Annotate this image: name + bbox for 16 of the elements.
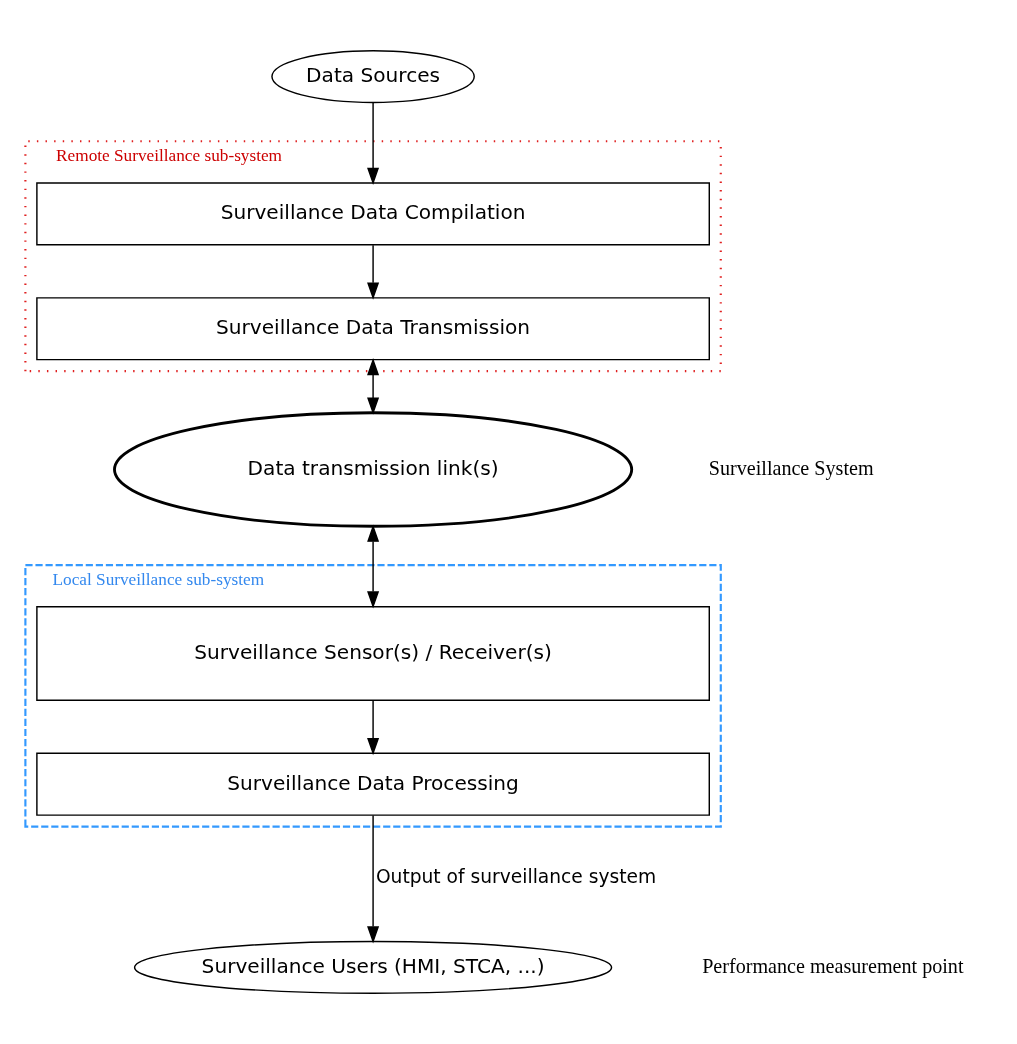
arrow: [367, 814, 380, 944]
arrow: [367, 357, 380, 415]
node-box: Surveillance Data Processing: [36, 752, 710, 816]
node-ellipse: Surveillance Users (HMI, STCA, ...): [133, 940, 613, 994]
node-ellipse: Data Sources: [271, 50, 475, 104]
arrow: [367, 244, 380, 300]
label: Surveillance System: [708, 456, 874, 479]
arrow: [367, 699, 380, 756]
label: Performance measurement point: [702, 954, 964, 977]
node-box: Surveillance Data Transmission: [36, 297, 710, 361]
arrow: [367, 524, 380, 609]
edge-label: Output of surveillance system: [375, 866, 657, 888]
arrow: [367, 101, 380, 185]
node-ellipse: Data transmission link(s): [113, 411, 634, 528]
node-box: Surveillance Data Compilation: [36, 182, 710, 246]
node-box: Surveillance Sensor(s) / Receiver(s): [36, 606, 710, 701]
